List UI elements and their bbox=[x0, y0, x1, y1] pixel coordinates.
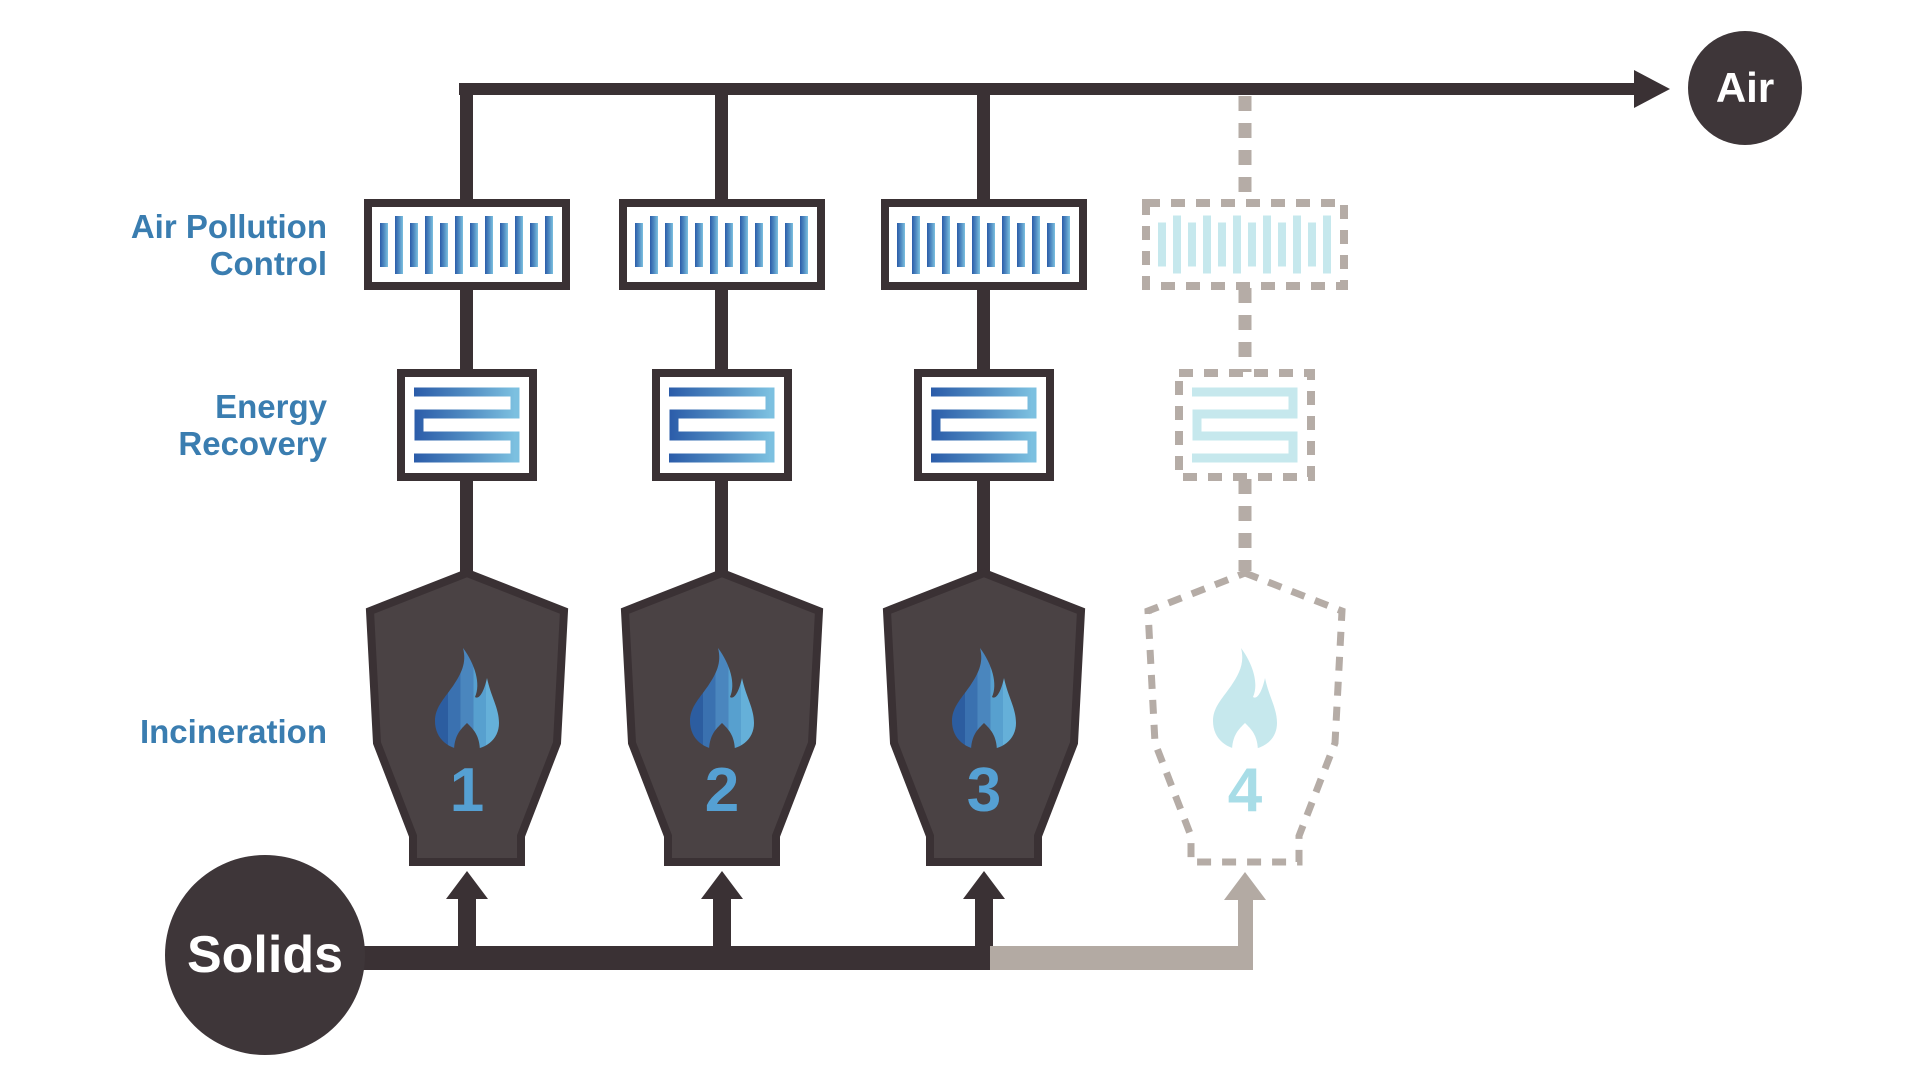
heat-exchanger-coil-icon bbox=[1192, 392, 1293, 458]
train2-unit-number: 2 bbox=[704, 756, 740, 825]
train3-pipe-low bbox=[977, 479, 990, 579]
label-air-pollution-control-line2: Control bbox=[209, 245, 327, 282]
air-node-label: Air bbox=[1715, 64, 1775, 111]
train4-dashed-pipe-low bbox=[1238, 479, 1252, 571]
train1-pipe-top bbox=[460, 84, 473, 200]
train2-air-pollution-control-unit bbox=[619, 199, 825, 290]
label-incineration-line1: Incineration bbox=[139, 713, 327, 750]
train1-energy-recovery-unit bbox=[397, 369, 537, 481]
train4-air-pollution-control-unit bbox=[1142, 199, 1348, 290]
heat-exchanger-coil-icon bbox=[669, 392, 770, 458]
train1-incinerator bbox=[365, 568, 569, 866]
label-energy-recovery: Energy Recovery bbox=[27, 388, 327, 462]
label-energy-recovery-line1: Energy bbox=[215, 388, 327, 425]
train4-unit-number: 4 bbox=[1227, 756, 1263, 825]
train1-pipe-mid bbox=[460, 288, 473, 372]
air-header-line bbox=[459, 83, 1635, 95]
train1-air-pollution-control-unit bbox=[364, 199, 570, 290]
label-energy-recovery-line2: Recovery bbox=[178, 425, 327, 462]
train3-air-pollution-control-unit bbox=[881, 199, 1087, 290]
train3-unit-number: 3 bbox=[966, 756, 1002, 825]
filter-bars-icon bbox=[897, 215, 1070, 274]
train1-feed-arrow-stem bbox=[458, 898, 476, 946]
train1-feed-arrow-head-icon bbox=[446, 871, 488, 899]
train4-incinerator bbox=[1144, 569, 1346, 866]
air-arrow-head-icon bbox=[1634, 70, 1670, 108]
train4-dashed-pipe-mid bbox=[1238, 288, 1252, 372]
train3-feed-arrow-stem bbox=[975, 898, 993, 946]
heat-exchanger-coil-icon bbox=[414, 392, 515, 458]
filter-bars-icon bbox=[380, 215, 553, 274]
train2-incinerator bbox=[620, 568, 824, 866]
filter-bars-icon bbox=[635, 215, 808, 274]
solids-node: Solids bbox=[165, 855, 365, 1055]
train4-feed-arrow-head-icon bbox=[1224, 872, 1266, 900]
train3-pipe-top bbox=[977, 84, 990, 200]
label-air-pollution-control: Air Pollution Control bbox=[27, 208, 327, 282]
solids-feed-line-inactive bbox=[990, 946, 1253, 970]
train4-dashed-pipe-top bbox=[1238, 96, 1252, 200]
train3-feed-arrow-head-icon bbox=[963, 871, 1005, 899]
solids-feed-line bbox=[300, 946, 990, 970]
train2-energy-recovery-unit bbox=[652, 369, 792, 481]
filter-bars-icon bbox=[1158, 215, 1331, 274]
label-incineration: Incineration bbox=[27, 713, 327, 750]
train1-pipe-low bbox=[460, 479, 473, 579]
train3-pipe-mid bbox=[977, 288, 990, 372]
train2-pipe-mid bbox=[715, 288, 728, 372]
train2-pipe-top bbox=[715, 84, 728, 200]
solids-node-label: Solids bbox=[186, 926, 344, 984]
incinerator-body-dashed bbox=[1144, 569, 1346, 866]
label-air-pollution-control-line1: Air Pollution bbox=[130, 208, 327, 245]
train2-feed-arrow-stem bbox=[713, 898, 731, 946]
train3-energy-recovery-unit bbox=[914, 369, 1054, 481]
train2-feed-arrow-head-icon bbox=[701, 871, 743, 899]
train4-energy-recovery-unit bbox=[1175, 369, 1315, 481]
train3-incinerator bbox=[882, 568, 1086, 866]
air-node: Air bbox=[1688, 31, 1802, 145]
train2-pipe-low bbox=[715, 479, 728, 579]
train1-unit-number: 1 bbox=[449, 756, 485, 825]
heat-exchanger-coil-icon bbox=[931, 392, 1032, 458]
flame-icon bbox=[1213, 648, 1277, 752]
